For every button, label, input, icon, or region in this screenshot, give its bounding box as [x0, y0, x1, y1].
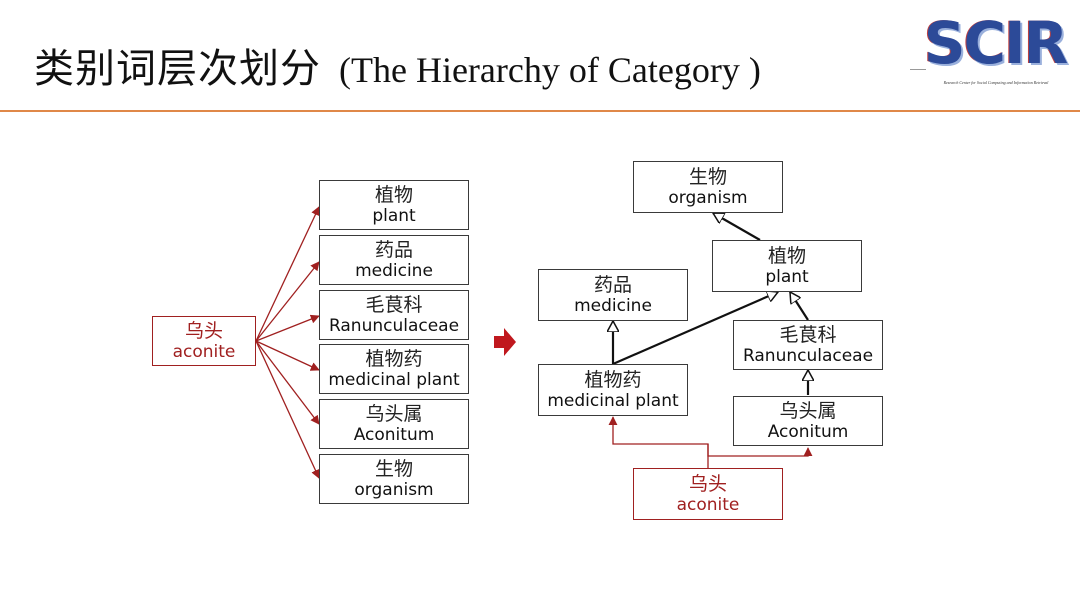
scir-logo-subtitle: Research Center for Social Computing and…: [943, 80, 1049, 85]
arrow-aconite-to-medicinal-plant: [255, 340, 320, 371]
right-node-medicine-zh: 药品: [593, 274, 632, 296]
left-node-aconite-en: aconite: [172, 342, 236, 362]
arrow-medicinal-plant-to-plant: [612, 292, 778, 366]
left-node-aconite: 乌头 aconite: [152, 316, 256, 366]
left-node-aconitum-zh: 乌头属: [365, 403, 423, 425]
left-red-arrows: [255, 206, 320, 479]
scir-logo: SCIR: [923, 9, 1069, 77]
right-node-aconitum: 乌头属 Aconitum: [733, 396, 883, 446]
right-node-organism-zh: 生物: [688, 166, 727, 188]
right-node-medicinal-plant-en: medicinal plant: [547, 391, 679, 411]
right-node-plant-en: plant: [765, 267, 809, 287]
left-node-medicinal-plant-en: medicinal plant: [328, 370, 460, 390]
arrow-plant-to-organism: [713, 212, 761, 241]
left-node-organism-en: organism: [354, 480, 434, 500]
left-node-medicinal-plant-zh: 植物药: [365, 348, 423, 370]
left-node-aconite-zh: 乌头: [184, 320, 223, 342]
right-node-aconite-en: aconite: [676, 495, 740, 515]
right-node-medicine-en: medicine: [574, 296, 652, 316]
right-node-organism-en: organism: [668, 188, 748, 208]
right-node-ranunculaceae: 毛茛科 Ranunculaceae: [733, 320, 883, 370]
left-node-organism-zh: 生物: [374, 458, 413, 480]
left-node-ranunculaceae-en: Ranunculaceae: [328, 316, 460, 336]
right-red-links: [608, 416, 813, 468]
left-node-plant: 植物 plant: [319, 180, 469, 230]
right-node-ranunculaceae-zh: 毛茛科: [779, 324, 837, 346]
right-node-aconitum-zh: 乌头属: [779, 400, 837, 422]
logo-divider-line: [910, 69, 926, 70]
page-title-chinese: 类别词层次划分: [34, 46, 321, 92]
arrow-aconite-to-plant: [255, 206, 320, 342]
right-node-medicinal-plant-zh: 植物药: [584, 369, 642, 391]
right-node-aconite-zh: 乌头: [688, 473, 727, 495]
arrow-aconite-to-medicinal-plant: [608, 416, 709, 468]
page-title: 类别词层次划分 (The Hierarchy of Category ): [34, 36, 761, 94]
page-title-english: (The Hierarchy of Category ): [339, 50, 761, 90]
left-node-ranunculaceae-zh: 毛茛科: [365, 294, 423, 316]
arrow-aconite-to-medicine: [255, 261, 320, 342]
right-node-medicine: 药品 medicine: [538, 269, 688, 321]
left-node-plant-zh: 植物: [374, 184, 413, 206]
right-hierarchy-arrows: [612, 212, 809, 395]
left-node-aconitum: 乌头属 Aconitum: [319, 399, 469, 449]
left-node-plant-en: plant: [372, 206, 416, 226]
right-node-ranunculaceae-en: Ranunculaceae: [742, 346, 874, 366]
arrow-aconite-to-aconitum: [707, 444, 813, 457]
left-node-organism: 生物 organism: [319, 454, 469, 504]
right-node-plant-zh: 植物: [767, 245, 806, 267]
arrow-ranunculaceae-to-plant: [789, 292, 809, 321]
right-node-aconitum-en: Aconitum: [767, 422, 849, 442]
right-node-plant: 植物 plant: [712, 240, 862, 292]
left-node-medicine-zh: 药品: [374, 239, 413, 261]
left-node-aconitum-en: Aconitum: [353, 425, 435, 445]
title-divider: [0, 110, 1080, 112]
right-node-aconite: 乌头 aconite: [633, 468, 783, 520]
arrow-aconite-to-organism: [255, 340, 320, 479]
arrow-aconite-to-ranunculaceae: [255, 314, 320, 342]
left-node-ranunculaceae: 毛茛科 Ranunculaceae: [319, 290, 469, 340]
right-node-organism: 生物 organism: [633, 161, 783, 213]
left-node-medicine: 药品 medicine: [319, 235, 469, 285]
right-arrow-icon: [494, 328, 516, 356]
left-node-medicinal-plant: 植物药 medicinal plant: [319, 344, 469, 394]
arrow-aconite-to-aconitum: [255, 340, 320, 425]
left-node-medicine-en: medicine: [355, 261, 433, 281]
right-node-medicinal-plant: 植物药 medicinal plant: [538, 364, 688, 416]
